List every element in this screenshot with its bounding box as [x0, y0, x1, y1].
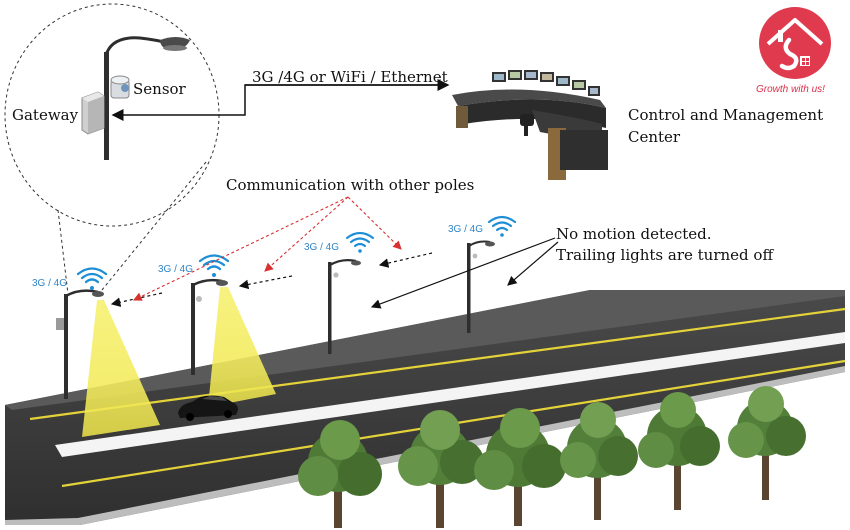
logo-tagline: Growth with us! [756, 84, 825, 95]
tree [638, 392, 720, 510]
sensor-device [110, 75, 130, 99]
pole-4 [467, 240, 495, 333]
pole-3 [328, 259, 361, 354]
pole-3-network-label: 3G / 4G [304, 242, 340, 253]
pole-2 [191, 278, 228, 375]
pole-link-arrow [378, 252, 433, 268]
light-cone-2 [208, 287, 276, 407]
communication-label: Communication with other poles [226, 176, 475, 194]
tree [728, 386, 806, 500]
inset-pole [104, 36, 190, 160]
wifi-icon [76, 267, 108, 290]
gateway-box [81, 91, 105, 135]
tree [474, 408, 566, 526]
link-label: 3G /4G or WiFi / Ethernet [252, 68, 448, 86]
light-cone-1 [82, 300, 160, 437]
tree [560, 402, 638, 520]
pole-1 [56, 289, 104, 399]
zoom-guide-left [57, 209, 69, 295]
trees [298, 386, 806, 528]
wifi-icon [487, 215, 517, 237]
pole-link-arrow [238, 275, 293, 290]
pole-2-network-label: 3G / 4G [158, 264, 194, 275]
tree [398, 410, 484, 528]
no-motion-arrow [507, 241, 559, 286]
no-motion-label: No motion detected. [556, 225, 712, 243]
pole-link-arrow [110, 292, 163, 307]
tree [298, 420, 382, 528]
comm-arrow [347, 196, 402, 250]
car [178, 395, 238, 421]
wifi-icon [198, 254, 230, 277]
pole-1-network-label: 3G / 4G [32, 278, 68, 289]
control-center-illustration [452, 70, 608, 180]
lane-stripe-white [55, 332, 845, 457]
wifi-icon [345, 231, 375, 253]
comm-arrow [264, 196, 349, 272]
control-center-label-line1: Control and Management [628, 106, 824, 124]
trailing-lights-label: Trailing lights are turned off [556, 246, 774, 264]
gateway-label: Gateway [12, 106, 79, 124]
pole-4-network-label: 3G / 4G [448, 224, 484, 235]
control-center-label-line2: Center [628, 128, 681, 146]
logo-mark [759, 7, 831, 79]
sensor-label: Sensor [133, 80, 186, 98]
comm-arrow [133, 196, 349, 301]
no-motion-arrow [370, 237, 556, 309]
lane-line-yellow-top [29, 307, 846, 421]
